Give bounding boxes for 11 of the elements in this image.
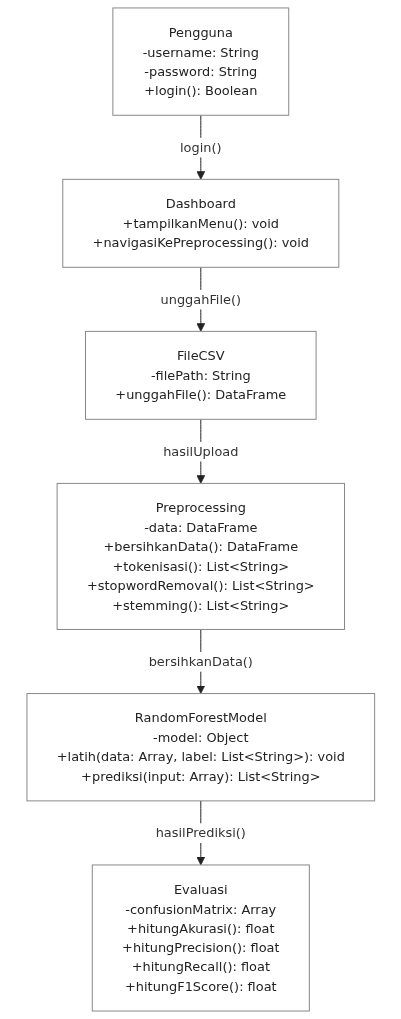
edge-label: hasilUpload: [162, 443, 239, 459]
node-box: RandomForestModel -model: Object +latih(data: Array, label: List<String>): void +prediksi(input: Array): List<String>: [26, 693, 375, 802]
edge-label: unggahFile(): [160, 291, 241, 307]
edge-label: hasilPrediksi(): [155, 825, 246, 841]
edge-label: bersihkanData(): [148, 653, 253, 669]
node-box: Pengguna -username: String -password: String +login(): Boolean: [112, 7, 289, 116]
node-box: Evaluasi -confusionMatrix: Array +hitungAkurasi(): float +hitungPrecision(): float +hitungRecall(): float +hitungF1Score(): float: [91, 864, 310, 1012]
node-box: Dashboard +tampilkanMenu(): void +navigasiKePreprocessing(): void: [62, 178, 339, 268]
node-box: Preprocessing -data: DataFrame +bersihkanData(): DataFrame +tokenisasi(): List<String> +stopwordRemoval(): List<String> +stemming(): List<String>: [56, 482, 345, 630]
edge-label: login(): [179, 139, 222, 155]
node-box: FileCSV -filePath: String +unggahFile(): DataFrame: [84, 330, 317, 420]
